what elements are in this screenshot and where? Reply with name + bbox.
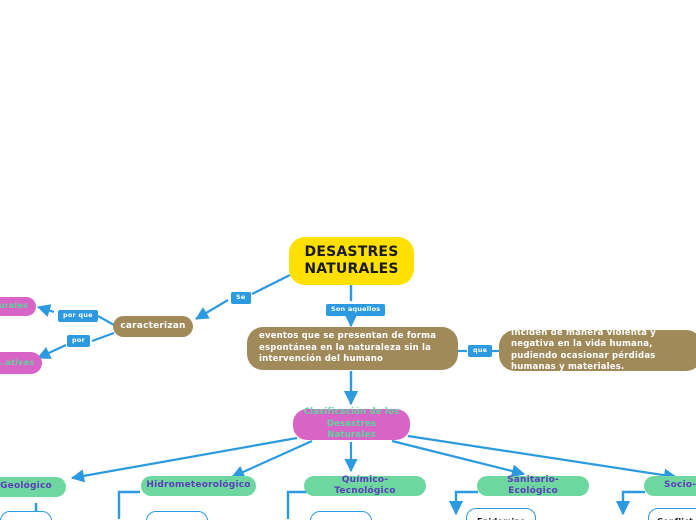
subnode-geologico-1[interactable]: [0, 511, 52, 520]
subnode-sanitario-epidemias[interactable]: Epidemias: [466, 508, 536, 520]
edge-label-por[interactable]: por: [67, 335, 90, 347]
node-left-upper-pink[interactable]: ...urales: [0, 297, 36, 316]
node-definition-spontaneous[interactable]: eventos que se presentan de forma espont…: [247, 327, 458, 370]
category-node-hidrometeorologico[interactable]: Hidrometeorológico: [141, 476, 256, 496]
edge-label-se[interactable]: Se: [231, 292, 251, 304]
category-node-socio-organizativo[interactable]: Socio-O: [644, 476, 696, 496]
edge-label-son-aquellos[interactable]: Son aquellos: [326, 304, 386, 316]
subnode-hidrometeorologico-1[interactable]: [146, 511, 208, 520]
edge-label-que[interactable]: que: [468, 345, 493, 357]
node-classification[interactable]: Clasificación de los Desastres Naturales: [293, 407, 410, 441]
node-caracterizan[interactable]: caracterizan: [113, 316, 193, 337]
classification-line2: Desastres Naturales: [326, 418, 377, 441]
node-definition-impact[interactable]: Inciden de manera violenta y negativa en…: [499, 328, 696, 372]
category-node-geologico[interactable]: Geológico: [0, 477, 66, 497]
subnode-socio-conflictos[interactable]: Conflict: [648, 508, 696, 520]
node-left-lower-pink[interactable]: ...ativas: [0, 352, 42, 374]
edge-label-porque[interactable]: por que: [58, 310, 98, 322]
category-node-quimico-tecnologico[interactable]: Químico-Tecnológico: [304, 475, 426, 496]
root-node-line2: NATURALES: [304, 261, 399, 277]
category-node-sanitario-ecologico[interactable]: Sanitario-Ecológico: [477, 475, 589, 496]
root-node-line1: DESASTRES: [304, 243, 399, 260]
subnode-quimico-1[interactable]: [310, 511, 372, 520]
root-node-desastres-naturales[interactable]: DESASTRES NATURALES: [289, 237, 414, 285]
classification-line1: Clasificación de los: [303, 407, 400, 418]
